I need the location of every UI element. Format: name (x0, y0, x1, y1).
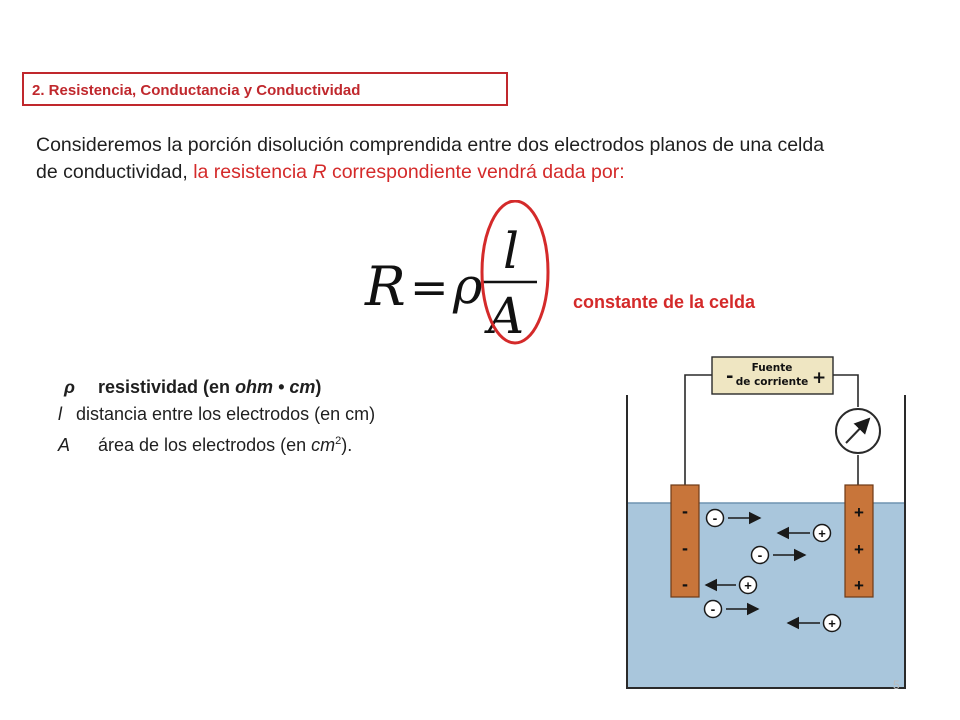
definition-A-unit: cm (311, 435, 336, 455)
electrode-minus-1: - (682, 501, 688, 521)
formula-numerator: l (503, 222, 519, 280)
resistance-formula: R = ρ l A (364, 200, 550, 345)
cation-sign: + (744, 578, 752, 593)
wire-left (684, 374, 712, 485)
definition-rho-symbol: ρ (64, 377, 75, 397)
intro-red-text-b: correspondiente vendrá dada por: (331, 161, 625, 183)
cation-icon (738, 575, 758, 595)
intro-line-2-black: de conductividad, (36, 161, 188, 183)
source-label-line-1: Fuente (752, 362, 793, 374)
definition-rho-close: ) (315, 377, 322, 397)
section-title-box: 2. Resistencia, Conductancia y Conductiv… (22, 72, 508, 106)
ammeter-needle (845, 417, 871, 444)
cation-sign: + (818, 526, 826, 541)
definition-rho-unit: ohm • cm (235, 377, 316, 397)
power-source-box (711, 356, 834, 395)
cell-constant-label: constante de la celda (573, 292, 756, 312)
page-number: 5 (893, 678, 900, 692)
definition-rho-text: resistividad (en (98, 377, 231, 397)
cation-sign: + (828, 616, 836, 631)
electrode-plus-3: + (854, 576, 864, 595)
formula-rho: ρ (452, 257, 483, 315)
positive-electrode (844, 484, 874, 598)
electrode-minus-3: - (682, 574, 688, 594)
formula-equals: = (410, 260, 449, 314)
anion-icon (750, 545, 770, 565)
intro-red-text-a: la resistencia (193, 161, 308, 183)
electrode-minus-2: - (682, 538, 688, 558)
definition-l-text: distancia entre los electrodos (en cm) (76, 404, 376, 424)
source-plus-sign: + (812, 368, 826, 388)
intro-paragraph: Consideremos la porción disolución compr… (36, 132, 936, 186)
source-label-line-2: de corriente (736, 376, 808, 388)
electrode-plus-1: + (854, 503, 864, 522)
definition-A-sup: 2 (335, 435, 342, 447)
definition-A-symbol: A (58, 435, 71, 455)
definition-l: l distancia entre los electrodos (en cm) (58, 401, 375, 428)
formula-denominator: A (484, 287, 524, 345)
negative-electrode (670, 484, 700, 598)
electrode-plus-2: + (854, 540, 864, 559)
definition-A-close: ). (341, 435, 353, 455)
section-title: 2. Resistencia, Conductancia y Conductiv… (32, 82, 361, 99)
anion-sign: - (758, 547, 763, 563)
source-minus-sign: - (726, 366, 733, 387)
intro-line-2-red: la resistencia R correspondiente vendrá … (193, 161, 624, 183)
cell-container (626, 395, 906, 689)
anion-sign: - (711, 601, 716, 617)
intro-red-symbol: R (312, 161, 327, 183)
intro-line-1: Consideremos la porción disolución compr… (36, 134, 825, 156)
anion-icon (705, 508, 725, 528)
wire-right-top (833, 374, 859, 407)
definitions-list: ρ resistividad (en ohm • cm) l distancia e… (58, 374, 375, 459)
cation-icon (822, 613, 842, 633)
conductivity-cell-diagram: - + Fuente de corriente - - - + + + - + … (626, 356, 906, 689)
definition-rho: ρ resistividad (en ohm • cm) (64, 374, 375, 401)
intro-line-2: de conductividad, la resistencia R corre… (36, 159, 936, 186)
anion-sign: - (713, 510, 718, 526)
highlight-ellipse (480, 200, 550, 345)
definition-A-text: área de los electrodos (en (98, 435, 307, 455)
definition-l-symbol: l (58, 404, 62, 424)
anion-icon (703, 599, 723, 619)
cation-icon (812, 523, 832, 543)
formula-lhs: R (364, 255, 406, 318)
